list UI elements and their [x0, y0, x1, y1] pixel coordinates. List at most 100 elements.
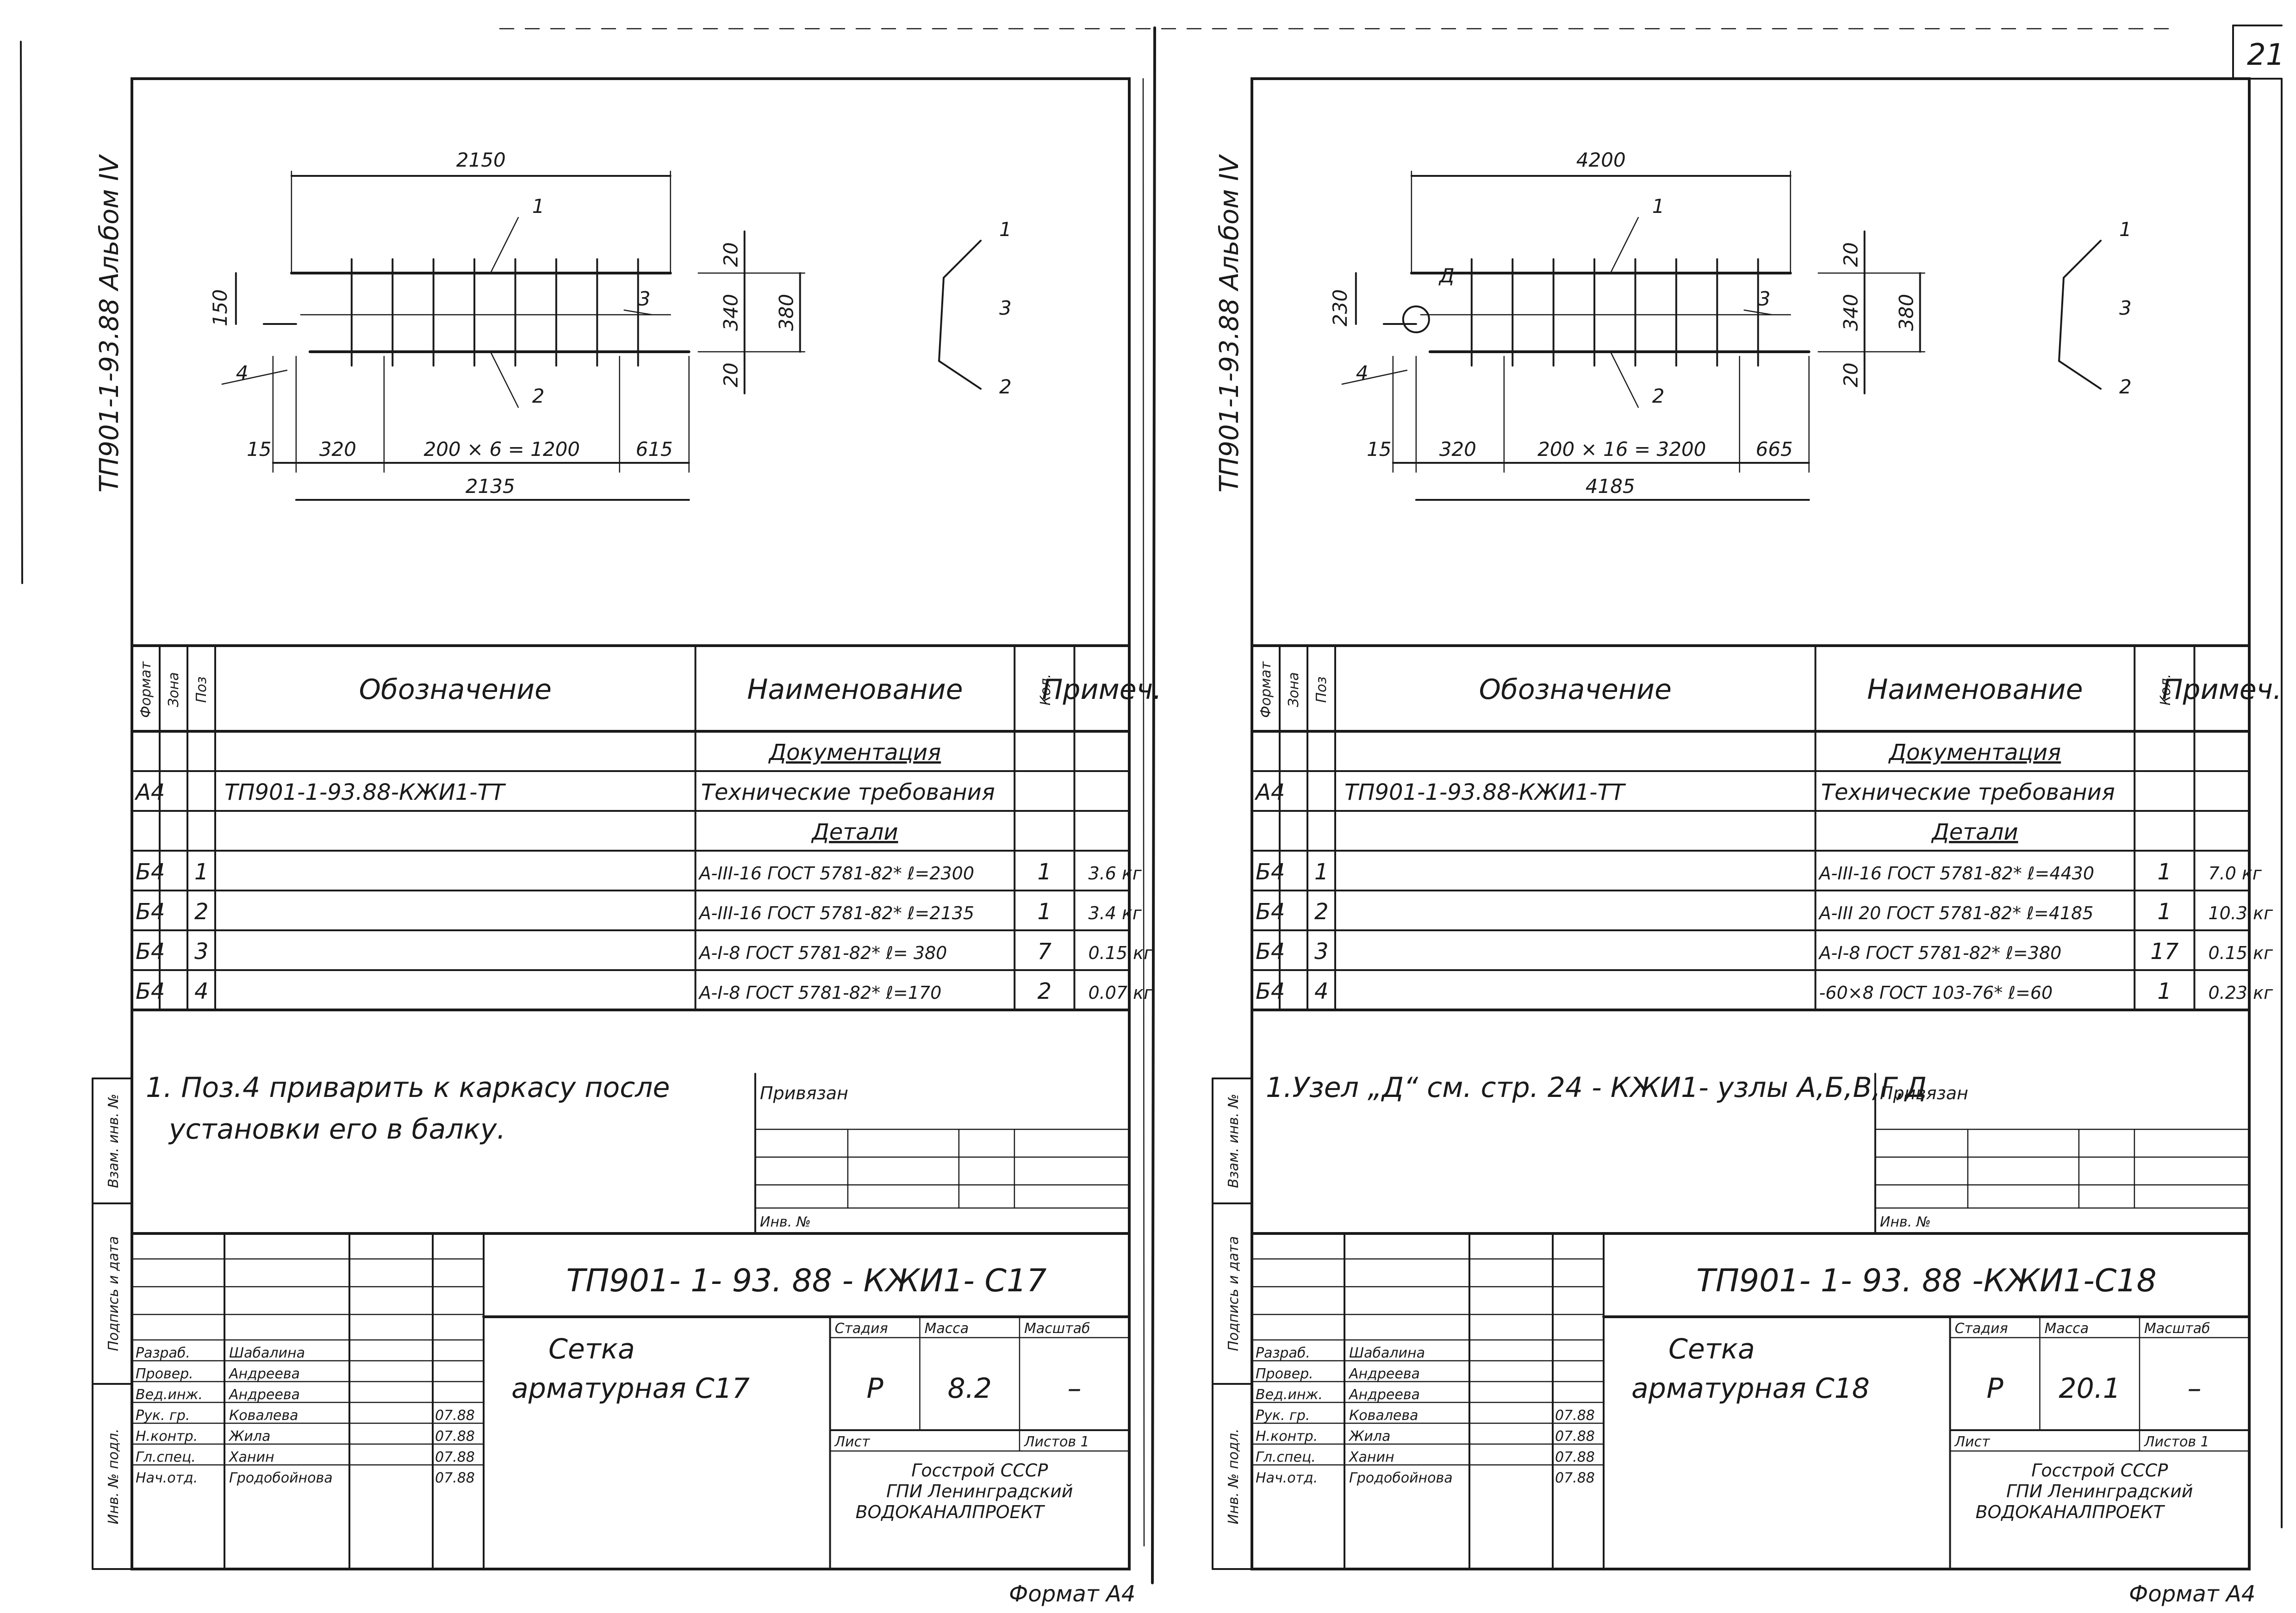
signature-date: 07.88 [1555, 1428, 1595, 1445]
signature-role: Гл.спец. [1256, 1449, 1316, 1465]
side-label-vzam: Взам. инв. № [1226, 1094, 1242, 1188]
col-header-note: Примеч. [1042, 673, 1162, 706]
org-line-3: ВОДОКАНАЛПРОЕКТ [1975, 1502, 2165, 1522]
stage-label: Стадия [1955, 1320, 2008, 1337]
dim-top-length: 2150 [456, 149, 506, 171]
col-header-format: Формат [1258, 661, 1274, 718]
col-header-zone: Зона [166, 672, 182, 707]
side-label-inv: Инв. № подл. [106, 1429, 122, 1525]
section-parts: Детали [1931, 819, 2018, 845]
row-position: 3 [1314, 939, 1329, 965]
dim-seg-mid: 200 × 6 = 1200 [423, 438, 580, 461]
dim-top-length: 4200 [1576, 149, 1626, 171]
org-line-1: Госстрой СССР [2031, 1460, 2168, 1481]
position-label: 1 [532, 195, 545, 218]
row-name: А-I-8 ГОСТ 5781-82* ℓ=380 [1818, 943, 2062, 963]
row-format: Б4 [1256, 939, 1285, 965]
signature-name: Ханин [228, 1449, 274, 1465]
dim-h-total: 380 [1895, 294, 1918, 331]
row-name: А-I-8 ГОСТ 5781-82* ℓ= 380 [698, 943, 947, 963]
col-header-qty: Кол. [2158, 674, 2174, 705]
dim-seg-end: 665 [1756, 438, 1793, 461]
signature-name: Жила [1348, 1428, 1390, 1445]
signature-role: Нач.отд. [136, 1470, 198, 1486]
inv-no-label: Инв. № [760, 1214, 811, 1230]
stage-label: Стадия [835, 1320, 888, 1337]
row-name: -60×8 ГОСТ 103-76* ℓ=60 [1819, 983, 2053, 1003]
row-position: 2 [1314, 899, 1329, 925]
dim-bottom-length: 4185 [1586, 475, 1635, 498]
col-header-designation: Обозначение [359, 673, 552, 706]
col-header-name: Наименование [747, 673, 963, 706]
position-label: 2 [1652, 385, 1665, 407]
sheet-label: Лист [834, 1434, 871, 1450]
signature-name: Андреева [228, 1387, 300, 1403]
row-note: 0.07 кг [1088, 983, 1153, 1003]
album-label: ТП901-1-93.88 Альбом IV [94, 154, 124, 492]
signature-role: Вед.инж. [136, 1387, 203, 1403]
signature-role: Разраб. [136, 1345, 190, 1361]
signature-name: Ковалева [229, 1407, 298, 1424]
row-format: Б4 [136, 978, 165, 1004]
position-label: 3 [638, 287, 651, 310]
inv-no-label: Инв. № [1880, 1214, 1931, 1230]
dim-seg-end: 615 [636, 438, 673, 461]
leader-line [1610, 217, 1639, 274]
doc-format: А4 [1254, 779, 1285, 805]
row-position: 1 [194, 859, 209, 885]
row-position: 1 [1314, 859, 1329, 885]
doc-designation: ТП901-1-93.88-КЖИ1-ТТ [1344, 779, 1626, 805]
signature-role: Гл.спец. [136, 1449, 196, 1465]
dim-seg-first: 320 [1439, 438, 1476, 461]
doc-format: А4 [134, 779, 165, 805]
col-header-name: Наименование [1867, 673, 2083, 706]
leader-line [1610, 351, 1639, 408]
row-qty: 1 [2158, 859, 2172, 885]
col-header-note: Примеч. [2162, 673, 2282, 706]
signature-name: Жила [228, 1428, 270, 1445]
dim-h-top: 20 [720, 242, 742, 267]
signature-role: Вед.инж. [1256, 1387, 1323, 1403]
scale-label: Масштаб [2144, 1320, 2210, 1337]
scale-label: Масштаб [1024, 1320, 1090, 1337]
leader-line [490, 217, 519, 274]
row-qty: 17 [2150, 939, 2179, 965]
format-label: Формат А4 [1009, 1581, 1135, 1607]
signature-role: Провер. [136, 1366, 193, 1382]
signature-date: 07.88 [1555, 1407, 1595, 1424]
leader-line [1341, 369, 1408, 385]
section-label: 1 [2119, 218, 2132, 241]
row-position: 2 [194, 899, 209, 925]
drawing-code: ТП901- 1- 93. 88 - КЖИ1- С17 [566, 1263, 1047, 1299]
signature-name: Гродобойнова [229, 1470, 333, 1486]
mass-value: 8.2 [947, 1372, 991, 1405]
sheet-label: Лист [1954, 1434, 1991, 1450]
leader-line [623, 309, 653, 316]
scale-value: – [1067, 1372, 1081, 1405]
row-note: 3.6 кг [1088, 863, 1142, 884]
row-name: А-III-16 ГОСТ 5781-82* ℓ=2135 [698, 903, 974, 923]
row-format: Б4 [1256, 899, 1285, 925]
row-format: Б4 [136, 899, 165, 925]
section-documentation: Документация [768, 740, 941, 766]
side-label-vzam: Взам. инв. № [106, 1094, 122, 1188]
col-header-pos: Поз [193, 677, 210, 703]
signature-name: Андреева [1348, 1366, 1420, 1382]
dim-h-total: 380 [775, 294, 798, 331]
dim-seg-mid: 200 × 16 = 3200 [1537, 438, 1706, 461]
col-header-qty: Кол. [1038, 674, 1054, 705]
row-name: А-III-16 ГОСТ 5781-82* ℓ=2300 [698, 863, 974, 884]
section-label: 3 [2119, 297, 2132, 319]
row-name: А-I-8 ГОСТ 5781-82* ℓ=170 [698, 983, 942, 1003]
stage-value: Р [866, 1372, 884, 1405]
col-header-zone: Зона [1286, 672, 1302, 707]
row-note: 0.15 кг [1088, 943, 1153, 963]
page-number: 21 [2247, 38, 2284, 72]
dim-seg-first: 320 [319, 438, 356, 461]
signature-date: 07.88 [1555, 1470, 1595, 1486]
signature-role: Н.контр. [136, 1428, 198, 1445]
row-note: 0.15 кг [2208, 943, 2273, 963]
signature-name: Ханин [1348, 1449, 1394, 1465]
